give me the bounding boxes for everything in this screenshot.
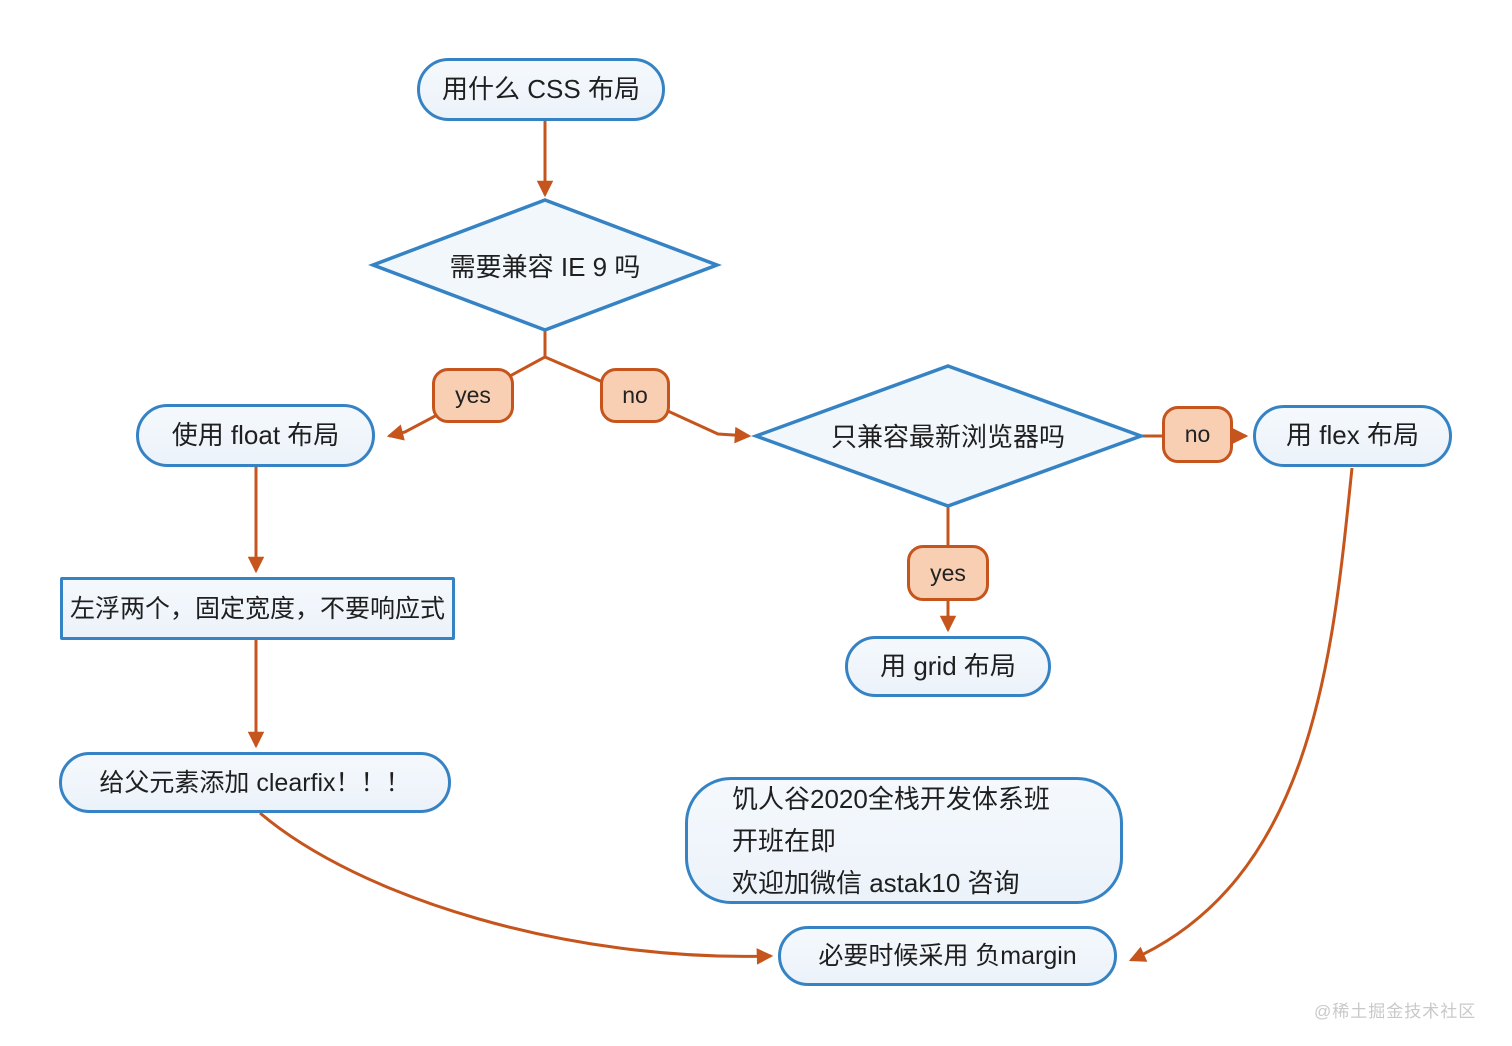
node-float-detail: 左浮两个，固定宽度，不要响应式 (60, 577, 455, 640)
ad-line-2: 开班在即 (732, 825, 837, 856)
ad-line-3: 欢迎加微信 astak10 咨询 (732, 867, 1020, 898)
ad-text: 饥人谷2020全栈开发体系班 开班在即 欢迎加微信 astak10 咨询 (732, 778, 1050, 904)
node-float-layout: 使用 float 布局 (136, 404, 375, 467)
node-start: 用什么 CSS 布局 (417, 58, 665, 121)
edge-clearfix-to-negmargin (259, 811, 774, 965)
decision-ie9-label: 需要兼容 IE 9 吗 (449, 251, 641, 282)
ad-line-1: 饥人谷2020全栈开发体系班 (732, 783, 1050, 814)
node-ad-bubble: 饥人谷2020全栈开发体系班 开班在即 欢迎加微信 astak10 咨询 (685, 777, 1123, 904)
edge-flex-to-negmargin (1128, 467, 1354, 962)
node-flex-layout: 用 flex 布局 (1253, 405, 1452, 467)
node-neg-margin: 必要时候采用 负margin (778, 926, 1117, 986)
node-grid-layout: 用 grid 布局 (845, 636, 1051, 697)
decision-modern-shape (750, 364, 1147, 508)
node-start-label: 用什么 CSS 布局 (442, 73, 640, 104)
edge-label-ie9-no: no (600, 368, 670, 423)
watermark: @稀土掘金技术社区 (1314, 1002, 1477, 1021)
decision-modern-label: 只兼容最新浏览器吗 (830, 421, 1065, 452)
node-clearfix: 给父元素添加 clearfix！！！ (59, 752, 451, 813)
edge-label-modern-no: no (1162, 406, 1233, 463)
decision-ie9-shape (368, 198, 722, 332)
edge-label-modern-yes: yes (907, 545, 989, 601)
edge-label-ie9-yes: yes (432, 368, 514, 423)
